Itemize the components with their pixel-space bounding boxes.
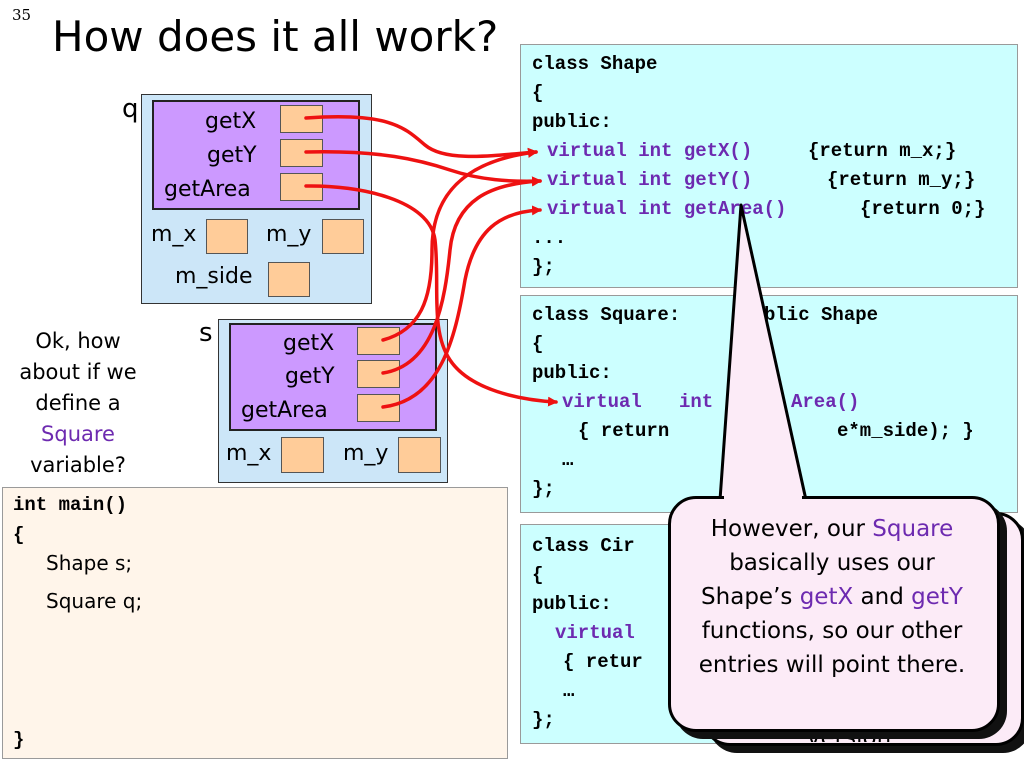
code-line: Square q; [46,589,143,613]
s-vtable [229,323,437,431]
code-line: public: [532,593,612,615]
s-vtable-gety: getY [285,364,335,389]
s-getarea-arrow [381,205,542,409]
q-my-slot [322,219,364,254]
code-line: }; [532,709,555,731]
code-line: public: [532,111,612,133]
bubble-text: and [853,584,912,610]
circle-getarea-body: { retur [563,651,643,673]
q-vtable-getx: getX [205,109,257,134]
q-gety-arrow [304,149,542,187]
code-line: class Cir [532,535,635,557]
q-getx-arrow [304,114,538,159]
side-note: Ok, how about if we define a Square vari… [4,326,152,481]
slide-number: 35 [12,6,32,24]
s-gety-arrow [381,176,542,375]
q-mx-slot [206,219,248,254]
side-note-line: Ok, how [35,329,121,353]
s-getarea-pointer-slot [357,394,400,422]
s-field-mx: m_x [226,441,272,466]
q-field-mside: m_side [175,264,253,289]
code-line: { [532,333,544,355]
slide-title: How does it all work? [52,12,499,61]
q-vtable-gety: getY [207,143,257,168]
s-getx-arrow [381,148,538,342]
square-getarea-signature: int [679,391,714,413]
s-mx-slot [281,437,324,473]
code-line: ... [532,227,567,249]
object-s-label: s [199,318,213,348]
square-getarea-body: { return [578,420,670,442]
code-line: { [13,524,25,546]
code-line: int main() [13,494,128,516]
q-vtable-getarea: getArea [164,177,251,202]
code-line: }; [532,478,555,500]
bubble-text-square: Square [872,516,954,542]
s-getx-pointer-slot [357,327,400,355]
main-code: int main() { Shape s; Square q; } [2,487,508,759]
shape-class-code: class Shape { public: virtual int getX()… [520,44,1018,288]
gety-body: {return m_y;} [827,169,976,191]
bubble-text: functions, so our other entries will poi… [698,618,966,678]
q-field-mx: m_x [151,222,197,247]
circle-getarea-signature: virtual [555,622,635,644]
s-vtable-getarea: getArea [241,398,328,423]
code-line: class Shape [532,53,658,75]
code-line: } [13,729,25,751]
s-my-slot [398,437,441,473]
q-getarea-arrow [304,184,558,407]
code-line: }; [532,256,555,278]
code-line: … [563,680,575,702]
code-line: public: [532,362,612,384]
gety-signature: virtual int getY() [547,169,753,191]
s-field-my: m_y [343,441,389,466]
side-note-line: about if we [19,360,137,384]
bubble-text-getx: getX [799,584,854,610]
side-note-square: Square [41,422,115,446]
q-mside-slot [268,262,310,297]
code-line: Shape s; [46,551,133,575]
s-vtable-getx: getX [283,331,335,356]
getx-signature: virtual int getX() [547,140,753,162]
object-q-label: q [122,94,139,124]
square-getarea-signature: virtual [562,391,642,413]
square-getarea-signature: Area() [791,391,860,413]
q-field-my: m_y [266,222,312,247]
speech-bubble-front-text: However, our Square basically uses our S… [682,512,982,682]
getarea-signature: virtual int getArea() [547,198,787,220]
bubble-text: basically uses our Shape’s [701,550,935,610]
getx-body: {return m_x;} [808,140,957,162]
code-line: { [532,82,544,104]
getarea-body: {return 0;} [860,198,986,220]
code-line: … [562,449,574,471]
code-line: { [532,564,544,586]
speech-bubble-front [668,496,1000,732]
s-gety-pointer-slot [357,360,400,388]
square-getarea-body: e*m_side); } [837,420,974,442]
code-line: blic Shape [764,304,879,326]
bubble-text: However, our [710,516,873,542]
side-note-line: define a [35,391,121,415]
code-line: class Square: [532,304,681,326]
bubble-text-gety: getY [911,584,963,610]
side-note-line: variable? [30,453,126,477]
